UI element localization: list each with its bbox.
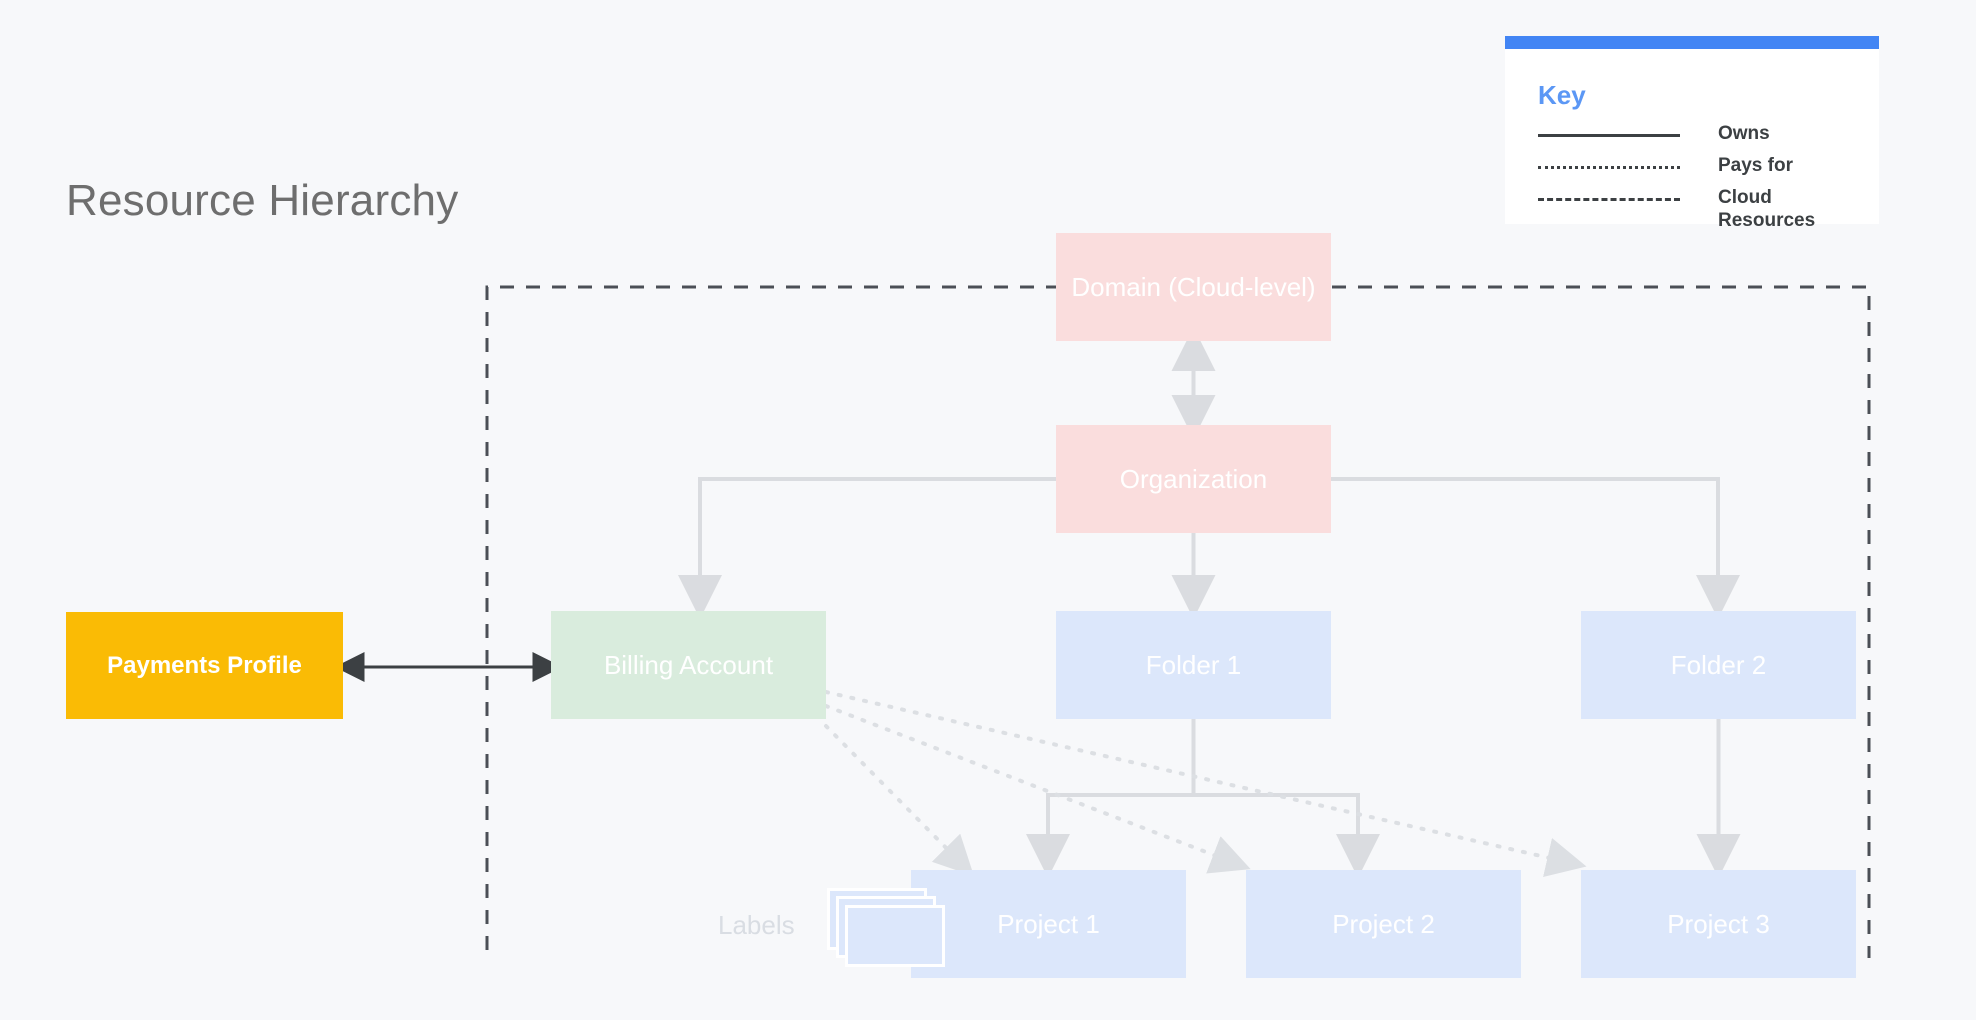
node-folder-2-label: Folder 2 (1670, 649, 1767, 680)
node-domain-label: Domain (Cloud-level) (1071, 271, 1316, 302)
node-project-2-label: Project 2 (1332, 908, 1435, 939)
node-project-3[interactable]: Project 3 (1581, 870, 1856, 978)
key-accent-bar (1505, 36, 1879, 49)
node-folder-1[interactable]: Folder 1 (1056, 611, 1331, 719)
node-payments-profile-label: Payments Profile (107, 651, 302, 679)
solid-line-icon (1538, 134, 1680, 137)
node-organization-label: Organization (1119, 463, 1268, 494)
node-project-3-label: Project 3 (1667, 908, 1770, 939)
labels-caption: Labels (718, 910, 795, 940)
edge-organization-billing (678, 477, 1056, 619)
key-row-owns: Owns (1538, 122, 1868, 158)
node-folder-1-label: Folder 1 (1145, 649, 1242, 680)
edge-billing-pays-project1 (824, 724, 975, 877)
node-project-2[interactable]: Project 2 (1246, 870, 1521, 978)
key-row-pays-for-label: Pays for (1718, 155, 1793, 176)
node-billing-account[interactable]: Billing Account (551, 611, 826, 719)
edge-organization-folder2 (1331, 477, 1740, 619)
node-domain[interactable]: Domain (Cloud-level) (1056, 233, 1331, 341)
node-folder-2[interactable]: Folder 2 (1581, 611, 1856, 719)
edge-billing-pays-project2 (824, 704, 1251, 874)
node-organization[interactable]: Organization (1056, 425, 1331, 533)
node-project-1-label: Project 1 (997, 908, 1100, 939)
labels-stack-icon (827, 888, 963, 968)
node-project-1[interactable]: Project 1 (911, 870, 1186, 978)
labels-card-front (845, 905, 945, 967)
key-row-pays-for: Pays for (1538, 154, 1868, 190)
key-title: Key (1538, 80, 1586, 110)
page-title: Resource Hierarchy (66, 176, 459, 225)
dotted-line-icon (1538, 166, 1680, 169)
node-payments-profile[interactable]: Payments Profile (66, 612, 343, 719)
node-billing-account-label: Billing Account (603, 649, 774, 680)
dashed-line-icon (1538, 198, 1680, 201)
key-row-cloud-resources: Cloud Resources (1538, 186, 1868, 231)
key-row-cloud-resources-label: Cloud Resources (1718, 187, 1816, 231)
key-row-owns-label: Owns (1718, 123, 1770, 144)
key-legend: Key Owns Pays for Cloud Resources (1505, 36, 1879, 231)
edge-folder1-project2 (1193, 793, 1380, 878)
edge-folder1-project1 (1026, 719, 1196, 878)
